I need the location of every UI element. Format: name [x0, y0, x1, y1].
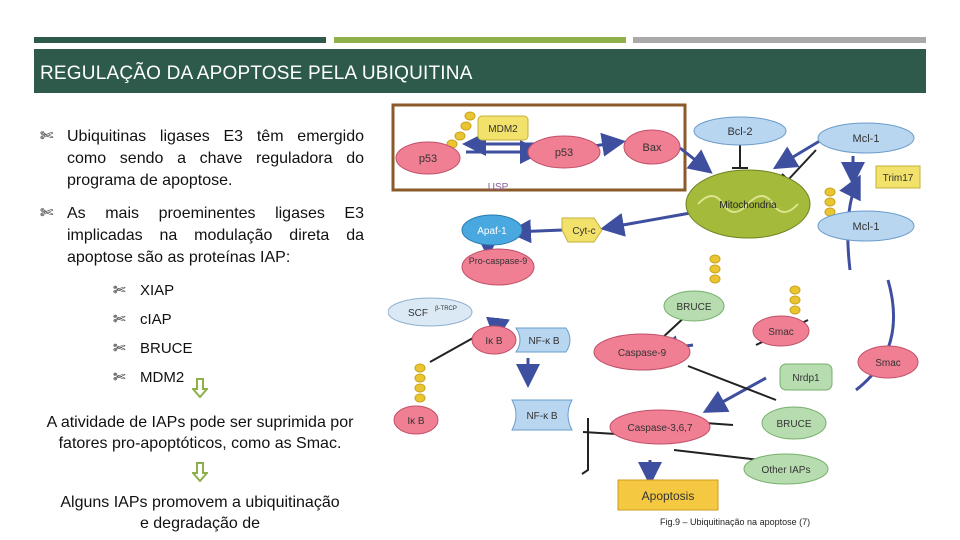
svg-text:BRUCE: BRUCE: [776, 419, 811, 430]
svg-text:NF-κ B: NF-κ B: [528, 336, 559, 347]
highlight-box: [391, 103, 687, 192]
bullet-text: Ubiquitinas ligases E3 têm emergido como…: [67, 128, 364, 189]
svg-text:USP: USP: [488, 182, 509, 193]
scissors-icon: ✄: [113, 311, 126, 328]
sub-bullet-item: ✄ MDM2: [113, 368, 313, 388]
svg-text:Other IAPs: Other IAPs: [762, 465, 811, 476]
node-cytc: Cyt-c: [561, 217, 603, 243]
slide-title: REGULAÇÃO DA APOPTOSE PELA UBIQUITINA: [40, 63, 473, 84]
svg-text:NF-κ B: NF-κ B: [526, 411, 557, 422]
node-caspase367: Caspase-3,6,7: [609, 409, 711, 445]
node-nrdp1: Nrdp1: [779, 363, 833, 391]
svg-text:β-TRCP: β-TRCP: [435, 306, 457, 312]
bullet-item: ✄ Ubiquitinas ligases E3 têm emergido co…: [40, 126, 364, 192]
svg-text:Mcl-1: Mcl-1: [853, 221, 880, 233]
sub-bullet-text: cIAP: [140, 311, 172, 328]
node-smac-right: Smac: [857, 345, 919, 379]
scissors-icon: ✄: [40, 128, 54, 145]
arrow-down-icon: [192, 378, 208, 398]
svg-text:Nrdp1: Nrdp1: [792, 373, 820, 384]
bullet-item: ✄ As mais proeminentes ligases E3 implic…: [40, 203, 364, 269]
arrow-down-icon: [192, 462, 208, 482]
bullet-text: As mais proeminentes ligases E3 implicad…: [67, 205, 364, 266]
svg-text:Caspase-9: Caspase-9: [618, 348, 667, 359]
node-other-iaps: Other IAPs: [743, 453, 829, 485]
node-nfkb-top: NF-κ B: [515, 327, 571, 353]
sub-bullet-text: MDM2: [140, 369, 185, 386]
svg-text:Smac: Smac: [768, 327, 794, 338]
svg-text:SCF: SCF: [408, 308, 428, 319]
node-mcl1-top: Mcl-1: [817, 122, 915, 154]
top-accent-bar-gray: [633, 37, 926, 43]
svg-text:BRUCE: BRUCE: [676, 302, 711, 313]
svg-text:Apaf-1: Apaf-1: [477, 226, 507, 237]
svg-text:Bax: Bax: [643, 142, 662, 154]
sub-bullet-text: XIAP: [140, 282, 175, 299]
scissors-icon: ✄: [113, 340, 126, 357]
node-apaf1: Apaf-1: [461, 214, 523, 246]
apoptosis-ubiquitin-diagram: MDM2 p53 p53 Bax USP Bcl-2 Mcl-1 Trim17 …: [388, 103, 921, 511]
sub-bullet-item: ✄ cIAP: [113, 310, 313, 330]
sub-bullet-item: ✄ XIAP: [113, 281, 313, 301]
sub-bullet-text: BRUCE: [140, 340, 193, 357]
node-mcl1-mid: Mcl-1: [817, 210, 915, 242]
svg-text:Apoptosis: Apoptosis: [642, 489, 695, 503]
top-accent-bar-dark: [34, 37, 326, 43]
sub-bullet-item: ✄ BRUCE: [113, 339, 313, 359]
svg-text:Smac: Smac: [875, 358, 901, 369]
scissors-icon: ✄: [40, 205, 54, 222]
svg-text:MDM2: MDM2: [488, 124, 518, 135]
paragraph-degradation: Alguns IAPs promovem a ubiquitinação e d…: [60, 494, 340, 532]
node-bax: Bax: [623, 129, 681, 165]
node-procaspase9: Pro-caspase-9: [461, 248, 535, 286]
node-mitochondria: Mitochondria: [685, 169, 811, 239]
top-accent-bar-green: [334, 37, 626, 43]
ubiquitin-chains: [414, 111, 836, 403]
svg-text:Iκ B: Iκ B: [485, 336, 503, 347]
node-nfkb-bottom: NF-κ B: [511, 399, 573, 431]
sub-bullet-list: ✄ XIAP ✄ cIAP ✄ BRUCE ✄ MDM2: [113, 281, 313, 397]
node-caspase9: Caspase-9: [593, 333, 691, 371]
svg-text:Trim17: Trim17: [883, 173, 914, 184]
node-apoptosis: Apoptosis: [617, 479, 719, 511]
node-smac-left: Smac: [752, 315, 810, 347]
node-usp: USP: [488, 182, 509, 193]
node-ikb-top: Iκ B: [471, 325, 517, 355]
node-scf: SCF β-TRCP: [388, 297, 473, 327]
svg-text:Mitochondria: Mitochondria: [719, 200, 777, 211]
svg-text:Caspase-3,6,7: Caspase-3,6,7: [627, 423, 692, 434]
svg-text:Iκ B: Iκ B: [407, 416, 425, 427]
bullet-list: ✄ Ubiquitinas ligases E3 têm emergido co…: [40, 126, 364, 280]
node-trim17: Trim17: [875, 165, 921, 189]
title-band: REGULAÇÃO DA APOPTOSE PELA UBIQUITINA: [34, 49, 926, 93]
node-p53-left: p53: [395, 141, 461, 175]
node-bruce-top: BRUCE: [663, 290, 725, 322]
svg-text:p53: p53: [419, 153, 437, 165]
node-mdm2: MDM2: [477, 115, 529, 141]
svg-text:p53: p53: [555, 147, 573, 159]
scissors-icon: ✄: [113, 369, 126, 386]
node-p53-right: p53: [527, 135, 601, 169]
node-ikb-bottom: Iκ B: [393, 405, 439, 435]
scissors-icon: ✄: [113, 282, 126, 299]
node-bcl2: Bcl-2: [693, 116, 787, 146]
svg-text:Mcl-1: Mcl-1: [853, 133, 880, 145]
svg-text:Cyt-c: Cyt-c: [572, 226, 595, 237]
paragraph-smac: A atividade de IAPs pode ser suprimida p…: [46, 414, 354, 452]
figure-caption: Fig.9 – Ubiquitinação na apoptose (7): [660, 517, 811, 527]
svg-text:Bcl-2: Bcl-2: [727, 126, 752, 138]
svg-text:Pro-caspase-9: Pro-caspase-9: [469, 256, 528, 266]
node-bruce-bottom: BRUCE: [761, 406, 827, 440]
